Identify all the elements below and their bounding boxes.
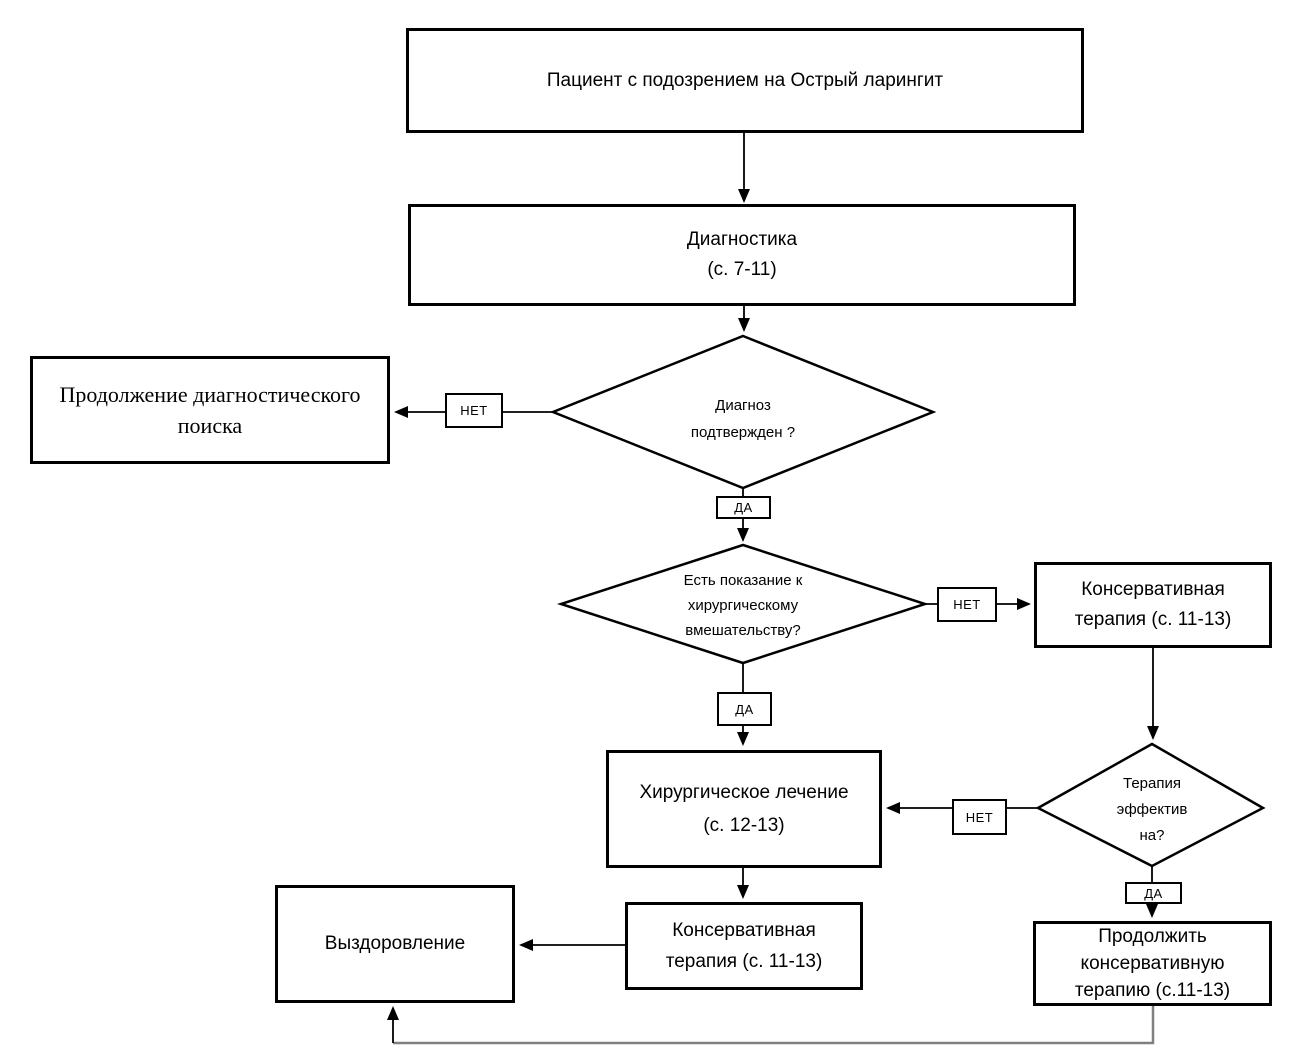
edge-label-no-3: НЕТ	[952, 799, 1007, 835]
decision-surgery-indication-label: Есть показание к хирургическому вмешател…	[683, 572, 803, 639]
edge-label-yes-2: ДА	[717, 692, 772, 726]
node-diagnostics: Диагностика (с. 7-11)	[408, 204, 1076, 306]
node-continue-diagnostic-search: Продолжение диагностического поиска	[30, 356, 390, 464]
node-conservative-therapy-top: Консервативная терапия (с. 11-13)	[1034, 562, 1272, 648]
node-surgical-treatment: Хирургическое лечение (с. 12-13)	[606, 750, 882, 868]
decision-therapy-effective-label: Терапия эффектив на?	[1116, 775, 1188, 844]
edge-label-no-1: НЕТ	[445, 393, 503, 428]
node-continue-conservative-therapy: Продолжить консервативную терапию (с.11-…	[1033, 921, 1272, 1006]
edge-label-yes-3: ДА	[1125, 882, 1182, 904]
edge-label-yes-1: ДА	[716, 496, 771, 519]
edge-continue-conservative-return-line	[393, 1006, 1155, 1045]
decision-diagnosis-confirmed-label: Диагноз подтвержден ?	[690, 397, 796, 441]
node-conservative-therapy-bottom: Консервативная терапия (с. 11-13)	[625, 902, 863, 990]
node-recovery: Выздоровление	[275, 885, 515, 1003]
node-start-patient: Пациент с подозрением на Острый ларингит	[406, 28, 1084, 133]
edge-label-no-2: НЕТ	[937, 587, 997, 622]
